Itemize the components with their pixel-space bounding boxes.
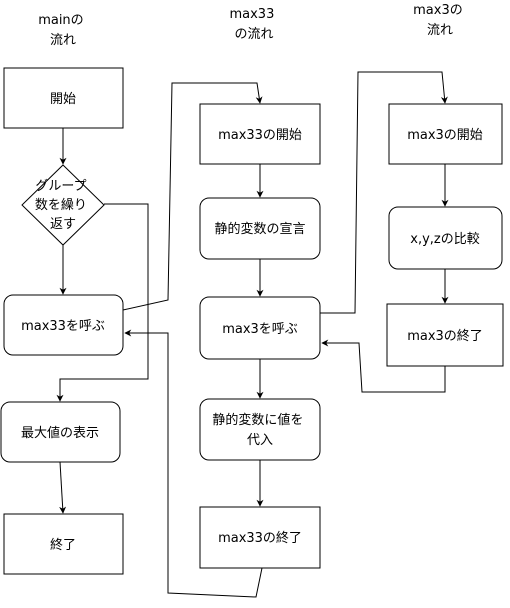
svg-text:静的変数の宣言: 静的変数の宣言 [214,221,305,237]
node-main-loop-decision: グループ 数を繰り 返す [21,164,105,246]
header-max3: max3の 流れ [413,3,467,38]
node-max3-start: max3の開始 [388,103,503,165]
svg-text:max3の終了: max3の終了 [407,328,483,344]
node-max33-end: max33の終了 [199,506,321,569]
node-main-call-max33: max33を呼ぶ [3,294,124,356]
edge-max33-call-to-max3 [320,71,448,314]
svg-text:max33の終了: max33の終了 [218,530,302,546]
svg-text:max33を呼ぶ: max33を呼ぶ [21,319,105,334]
svg-text:開始: 開始 [50,92,76,107]
svg-text:max3を呼ぶ: max3を呼ぶ [222,322,298,337]
node-max3-compare: x,y,zの比較 [388,206,503,270]
edge-max33-return [124,329,263,598]
edge-max3-return [321,339,446,393]
edge-call-to-max33 [122,82,263,311]
header-max33: max33 の流れ [229,7,278,42]
node-max33-call-max3: max3を呼ぶ [199,296,321,360]
svg-text:max3の開始: max3の開始 [407,128,483,143]
svg-text:max33の開始: max33の開始 [218,128,302,143]
node-max33-start: max33の開始 [199,103,321,165]
svg-text:グループ 数を繰り 返す: グループ 数を繰り 返す [35,179,91,232]
edge-loop-exit [56,203,149,402]
node-max33-declare: 静的変数の宣言 [199,197,321,260]
svg-text:最大値の表示: 最大値の表示 [21,425,99,441]
node-max3-end: max3の終了 [386,303,504,367]
node-main-display: 最大値の表示 [0,401,121,463]
node-main-end: 終了 [3,513,124,575]
svg-text:終了: 終了 [50,537,76,553]
edge-display-to-end [59,461,67,514]
svg-text:静的変数に値を 代入: 静的変数に値を 代入 [212,412,307,448]
edges [56,71,449,598]
node-max33-assign: 静的変数に値を 代入 [199,398,321,461]
svg-text:x,y,zの比較: x,y,zの比較 [410,232,479,247]
node-main-start: 開始 [3,67,124,129]
header-main: mainの 流れ [38,13,88,48]
